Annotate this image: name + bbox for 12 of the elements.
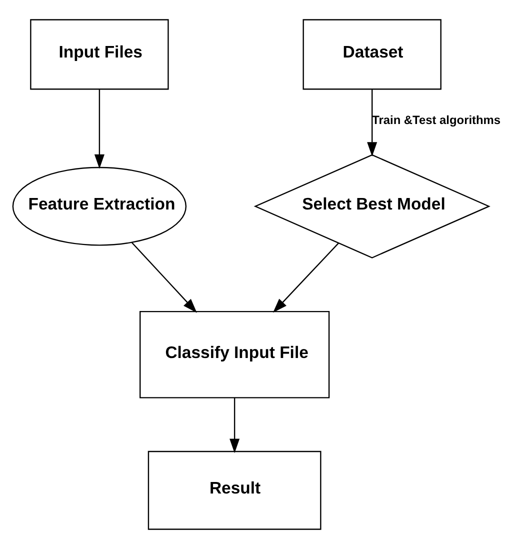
node-box: Input Files bbox=[30, 18, 169, 90]
node-box: Result bbox=[148, 450, 322, 530]
arrow bbox=[367, 88, 378, 156]
node-diamond: Select Best Model bbox=[254, 154, 490, 258]
node-ellipse: Feature Extraction bbox=[12, 166, 187, 246]
node-box: Classify Input File bbox=[140, 310, 330, 398]
arrow bbox=[94, 88, 104, 168]
arrow bbox=[230, 398, 240, 453]
edge-label: Train &Test algorithms bbox=[372, 112, 501, 126]
arrow bbox=[131, 242, 197, 312]
node-box: Dataset bbox=[302, 18, 442, 90]
arrow bbox=[272, 242, 339, 312]
